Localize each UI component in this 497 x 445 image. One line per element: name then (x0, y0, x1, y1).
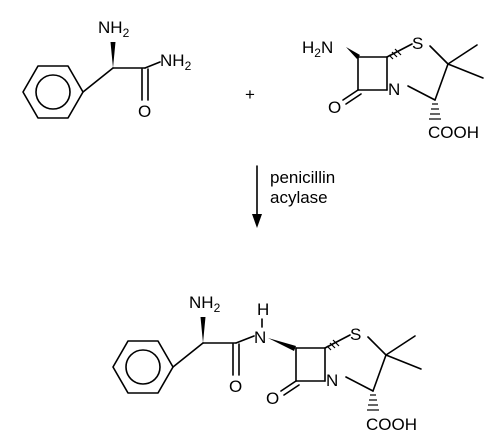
bond-c2-to-c3 (372, 354, 387, 392)
nitrogen-label: N (388, 80, 400, 99)
methyl-bond-2 (447, 63, 484, 79)
bond-c2-to-c3 (434, 63, 449, 101)
bond-ring-to-alpha (172, 342, 204, 368)
nitrogen-label: N (326, 371, 338, 390)
amide-h-label: H (257, 300, 269, 319)
acid-label: COOH (428, 123, 479, 142)
wedge-bond-amine (200, 317, 206, 343)
benzene-hexagon (22, 65, 84, 119)
sulfur-label: S (350, 325, 361, 344)
acid-label: COOH (366, 415, 417, 434)
lactam-carbonyl-bond-a (280, 380, 297, 392)
enzyme-label-line-2: acylase (270, 188, 328, 207)
bond-carbonyl-to-amide-n (144, 61, 161, 69)
reaction-arrow (252, 165, 262, 228)
amide-n-label: N (254, 328, 266, 347)
lactam-oxygen-label: O (328, 98, 341, 117)
wedge-bond-amine (110, 42, 116, 68)
bond-s-to-c2 (429, 45, 449, 65)
methyl-bond-1 (385, 335, 416, 356)
hash-bond-c3-cooh (367, 394, 379, 411)
lactam-carbonyl-bond-b (345, 93, 362, 105)
bond-c3-to-n (407, 85, 436, 101)
reactant-phenylglycinamide: NH2 NH2 O (22, 18, 192, 121)
methyl-bond-1 (447, 44, 478, 65)
amine-label: NH2 (189, 293, 221, 315)
benzene-ring (112, 340, 174, 394)
amide-nh2-label: NH2 (160, 51, 192, 73)
lactam-carbonyl-bond-b (283, 384, 300, 396)
benzene-hexagon (112, 340, 174, 394)
aromatic-circle (35, 74, 71, 110)
enzyme-label-line-1: penicillin (270, 168, 335, 187)
wedge-bond-amide-n (268, 338, 296, 351)
bond-c3-to-n (345, 376, 374, 392)
sulfur-label: S (412, 34, 423, 53)
methyl-bond-2 (385, 354, 422, 370)
bond-c5-to-s (324, 334, 351, 349)
bond-s-to-c2 (367, 336, 387, 356)
amine-label: NH2 (98, 18, 130, 40)
reactant-6-apa: H2N O S N COOH (302, 34, 484, 142)
product-ampicillin: NH2 O H N O S N (112, 293, 422, 434)
amide-oxygen-label: O (138, 102, 151, 121)
lactam-oxygen-label: O (266, 389, 279, 408)
bond-c5-to-s (386, 43, 413, 58)
arrow-head (252, 214, 262, 228)
benzene-ring (22, 65, 84, 119)
plus-sign: + (245, 85, 255, 104)
lactam-carbonyl-bond-a (342, 89, 359, 101)
amine-label: H2N (302, 38, 333, 60)
wedge-bond-amine (346, 47, 360, 59)
amide-oxygen-label: O (229, 377, 242, 396)
bond-carbonyl-to-amide-n (235, 335, 255, 344)
bond-ring-to-alpha (82, 67, 114, 93)
hash-bond-c3-cooh (429, 103, 441, 120)
aromatic-circle (125, 349, 161, 385)
